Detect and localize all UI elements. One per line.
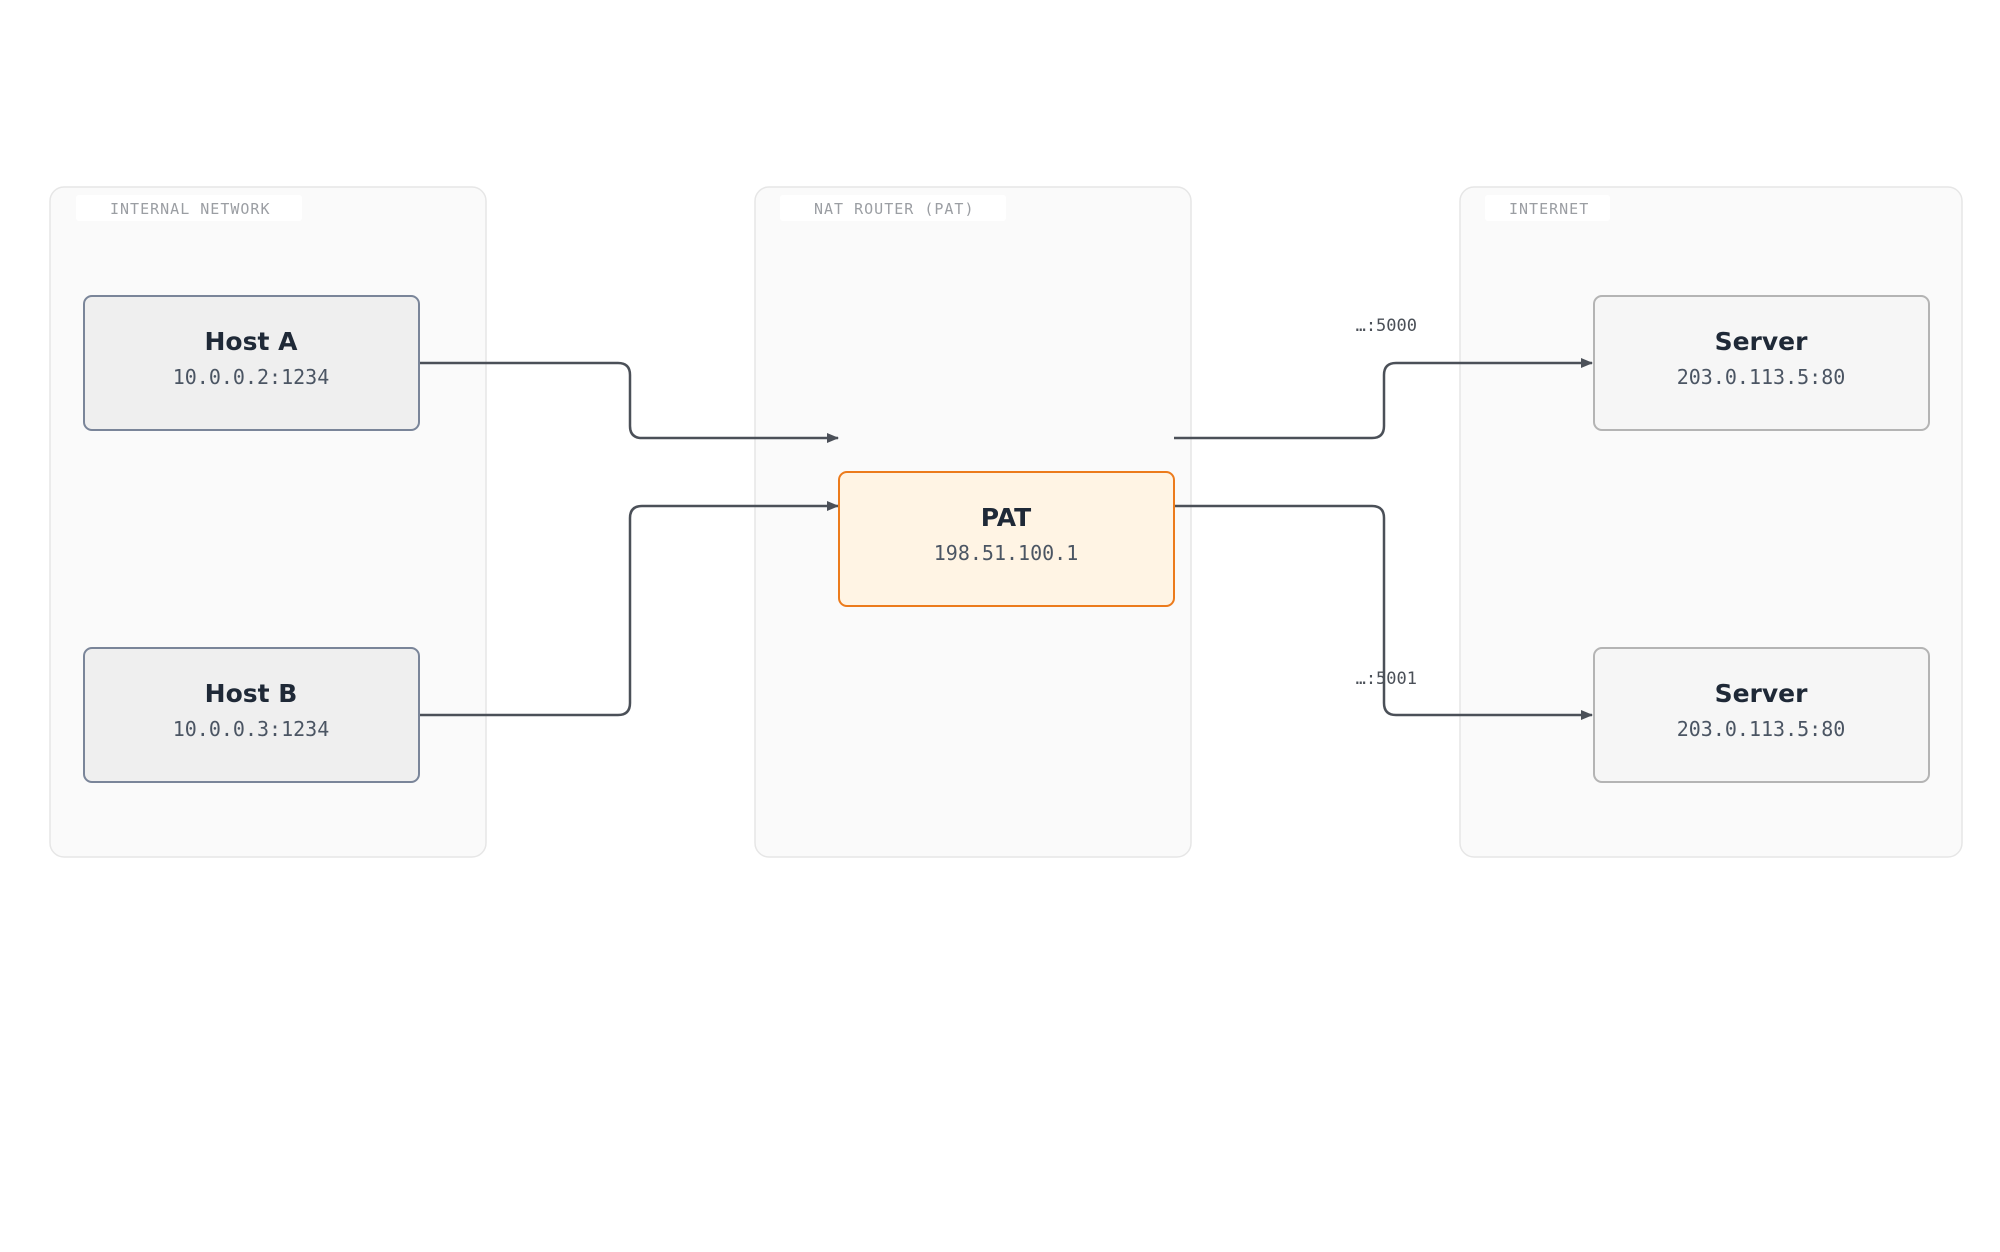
node-address: 10.0.0.3:1234: [173, 717, 330, 741]
group-label-internet: INTERNET: [1509, 200, 1589, 218]
node-host-a[interactable]: Host A 10.0.0.2:1234: [83, 295, 420, 431]
node-title: Server: [1715, 679, 1809, 708]
node-address: 203.0.113.5:80: [1677, 717, 1846, 741]
edge-pat-to-server-2: [1174, 504, 1593, 720]
node-address: 198.51.100.1: [934, 541, 1079, 565]
edge-host-b-to-pat: [420, 501, 839, 717]
group-label-router: NAT ROUTER (PAT): [814, 200, 975, 218]
node-address: 10.0.0.2:1234: [173, 365, 330, 389]
node-server-2[interactable]: Server 203.0.113.5:80: [1593, 647, 1930, 783]
node-title: Host A: [205, 327, 299, 356]
edges: …:5000 …:5001: [420, 316, 1593, 720]
edge-host-a-to-pat: [420, 361, 839, 443]
group-label-internal: INTERNAL NETWORK: [110, 200, 271, 218]
node-title: Server: [1715, 327, 1809, 356]
node-title: Host B: [205, 679, 298, 708]
node-host-b[interactable]: Host B 10.0.0.3:1234: [83, 647, 420, 783]
node-title: PAT: [981, 503, 1032, 532]
node-pat[interactable]: PAT 198.51.100.1: [838, 471, 1175, 607]
edge-label-port-5000: …:5000: [1356, 316, 1417, 336]
edge-pat-to-server-1: [1174, 358, 1593, 440]
node-address: 203.0.113.5:80: [1677, 365, 1846, 389]
node-server-1[interactable]: Server 203.0.113.5:80: [1593, 295, 1930, 431]
edge-label-port-5001: …:5001: [1356, 669, 1417, 689]
